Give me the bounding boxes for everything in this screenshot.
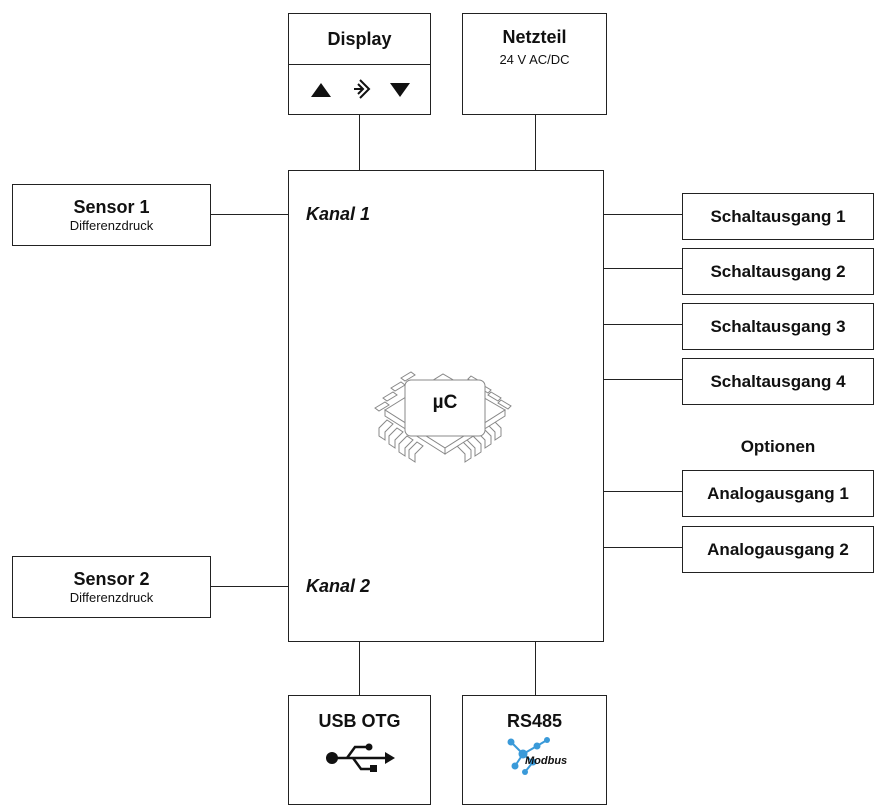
rs485-box: RS485 Modbus (462, 695, 607, 805)
power-supply-box: Netzteil 24 V AC/DC (462, 13, 607, 115)
connector-display-controller (359, 114, 360, 170)
display-box: Display (288, 13, 431, 65)
sensor-1-title: Sensor 1 (73, 197, 150, 217)
sensor-1-subtitle: Differenzdruck (69, 218, 154, 233)
sensor-1-box: Sensor 1 Differenzdruck (12, 184, 211, 246)
connector-controller-usb (359, 641, 360, 695)
display-controls-box (288, 64, 431, 115)
connector-power-controller (535, 114, 536, 170)
up-arrow-icon[interactable] (311, 83, 331, 97)
switch-output-4-box: Schaltausgang 4 (682, 358, 874, 405)
power-supply-subtitle: 24 V AC/DC (499, 52, 570, 67)
channel-2-label: Kanal 2 (306, 576, 371, 596)
switch-output-1-label: Schaltausgang 1 (710, 206, 846, 226)
modbus-logo-text: Modbus (525, 755, 568, 767)
display-title: Display (327, 29, 392, 49)
switch-output-2-box: Schaltausgang 2 (682, 248, 874, 295)
channel-1-label: Kanal 1 (306, 204, 371, 224)
connector-switch-output-2 (603, 268, 683, 269)
usb-otg-box: USB OTG (288, 695, 431, 805)
analog-output-2-box: Analogausgang 2 (682, 526, 874, 573)
connector-analog-output-1 (603, 491, 683, 492)
usb-otg-title: USB OTG (318, 711, 401, 731)
usb-icon (326, 743, 395, 772)
switch-output-2-label: Schaltausgang 2 (710, 261, 846, 281)
connector-switch-output-3 (603, 324, 683, 325)
sensor-2-box: Sensor 2 Differenzdruck (12, 556, 211, 618)
sensor-2-subtitle: Differenzdruck (69, 590, 154, 605)
connector-sensor1-controller (210, 214, 289, 215)
analog-output-1-box: Analogausgang 1 (682, 470, 874, 517)
microcontroller-label: µC (432, 392, 458, 413)
switch-output-3-box: Schaltausgang 3 (682, 303, 874, 350)
rs485-title: RS485 (506, 711, 563, 731)
down-arrow-icon[interactable] (390, 83, 410, 97)
connector-sensor2-controller (210, 586, 289, 587)
chip-icon (374, 371, 512, 463)
enter-icon[interactable] (349, 78, 371, 100)
switch-output-1-box: Schaltausgang 1 (682, 193, 874, 240)
switch-output-3-label: Schaltausgang 3 (710, 316, 846, 336)
analog-output-1-label: Analogausgang 1 (707, 483, 849, 503)
connector-switch-output-1 (603, 214, 683, 215)
analog-output-2-label: Analogausgang 2 (707, 539, 849, 559)
connector-switch-output-4 (603, 379, 683, 380)
power-supply-title: Netzteil (502, 27, 567, 47)
switch-output-4-label: Schaltausgang 4 (710, 371, 846, 391)
options-heading: Optionen (740, 437, 816, 456)
modbus-logo (507, 737, 550, 775)
sensor-2-title: Sensor 2 (73, 569, 150, 589)
connector-controller-rs485 (535, 641, 536, 695)
connector-analog-output-2 (603, 547, 683, 548)
